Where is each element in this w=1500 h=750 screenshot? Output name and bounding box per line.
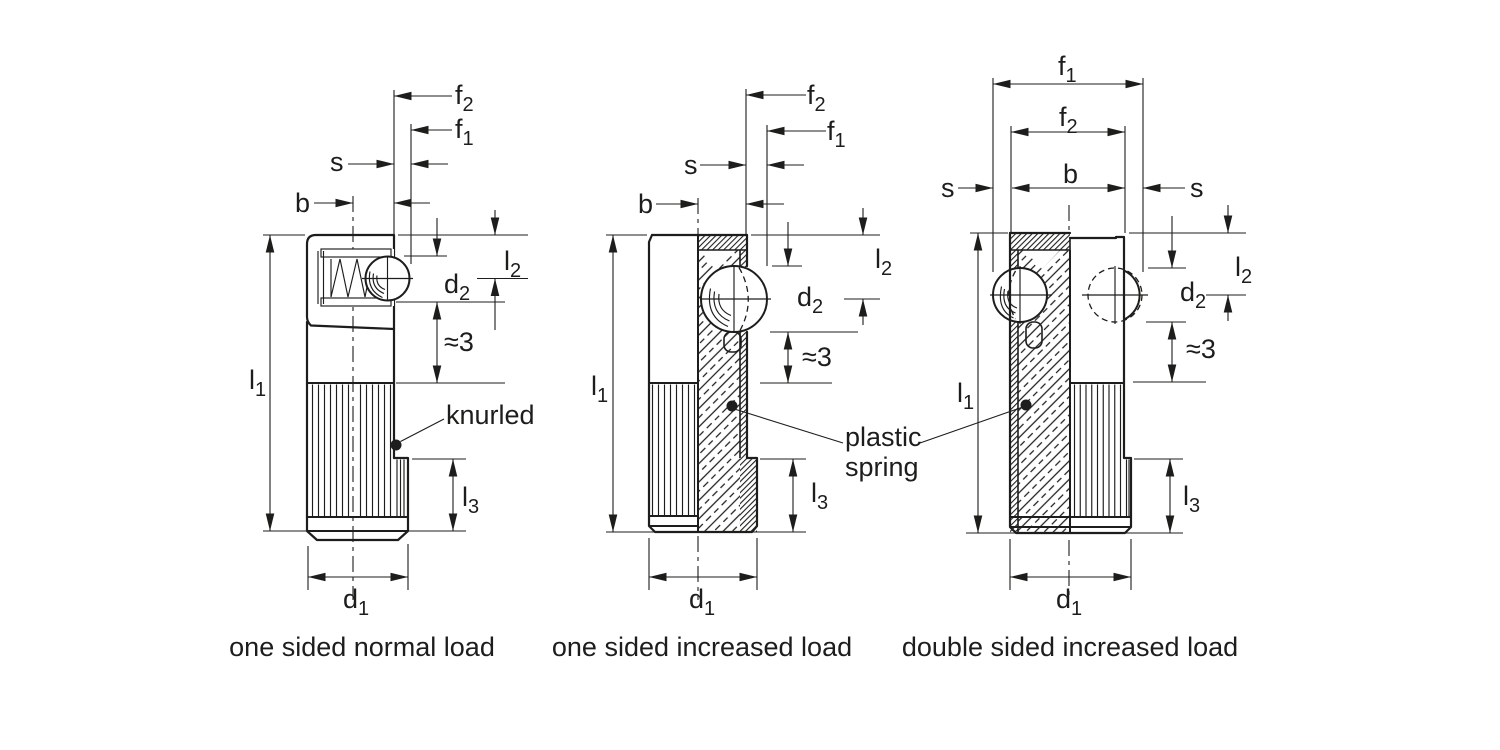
- dim-label-d2: d2: [444, 269, 470, 305]
- leader-line-knurled: [400, 418, 445, 442]
- dim-label-f1: f1: [1058, 51, 1077, 87]
- dimensioning: [263, 90, 528, 590]
- dim-label-d2: d2: [1180, 277, 1206, 313]
- dim-label-s: s: [684, 150, 698, 180]
- labels: f2 f1 s b l2 d2 ≈3 knurled l3 l1 d1: [249, 80, 535, 620]
- dim-label-f1: f1: [827, 116, 846, 152]
- dim-label-b: b: [638, 189, 653, 219]
- ball-right-cap: [1123, 269, 1141, 321]
- labels: f1 f2 b s s l2 d2 ≈3 l3 l1 d1: [941, 51, 1252, 620]
- dim-label-l2: l2: [1235, 252, 1252, 288]
- crimp-band-bottom: [320, 297, 392, 307]
- dim-label-l1: l1: [249, 365, 266, 401]
- dim-label-approx3: ≈3: [444, 327, 474, 357]
- crimp-band-top: [320, 248, 392, 258]
- leader-line-plastic-spring-left: [735, 408, 844, 444]
- plunger-body: [990, 231, 1148, 535]
- ball-shading-arcs: [368, 271, 386, 299]
- caption-fig3: double sided increased load: [902, 632, 1238, 662]
- caption-fig1: one sided normal load: [229, 632, 495, 662]
- dim-label-l1: l1: [957, 378, 974, 414]
- figure-double-sided-increased-load: f1 f2 b s s l2 d2 ≈3 l3 l1 d1 double sid…: [902, 51, 1252, 662]
- dim-label-f2: f2: [807, 80, 826, 116]
- body-step: [392, 456, 410, 519]
- dim-label-l1: l1: [591, 371, 608, 407]
- labels: f2 f1 s b l2 d2 ≈3 plastic spring l3 l1 …: [591, 80, 922, 620]
- annotation-plastic: plastic: [845, 422, 922, 452]
- ball-center-cross: [700, 265, 771, 333]
- dim-label-l3: l3: [462, 482, 479, 518]
- caption-fig2: one sided increased load: [552, 632, 852, 662]
- plunger-body: [305, 233, 413, 542]
- ball-pocket: [700, 250, 736, 271]
- dim-label-d1: d1: [343, 584, 369, 620]
- dim-label-b: b: [295, 188, 310, 218]
- dim-label-approx3: ≈3: [1186, 334, 1216, 364]
- dim-label-d1: d1: [1056, 584, 1082, 620]
- figure-one-sided-normal-load: f2 f1 s b l2 d2 ≈3 knurled l3 l1 d1 one …: [229, 80, 534, 662]
- dim-label-f1: f1: [455, 114, 474, 150]
- left-wall-hatched: [1010, 250, 1018, 533]
- leader-dot-knurled: [390, 439, 402, 451]
- knurl-stripes: [1073, 384, 1130, 516]
- ball-center-cross: [362, 257, 413, 300]
- dim-label-l2: l2: [504, 246, 521, 282]
- dim-label-f2: f2: [455, 80, 474, 116]
- annotation-knurled: knurled: [446, 400, 535, 430]
- top-band-hatched: [1010, 233, 1070, 250]
- annotation-spring: spring: [845, 452, 919, 482]
- dim-label-d1: d1: [689, 584, 715, 620]
- ball-right-center-cross: [1082, 266, 1148, 324]
- head-section-hatched: [305, 233, 396, 331]
- plunger-body: [647, 233, 771, 534]
- dim-label-s-left: s: [941, 173, 955, 203]
- leader-dot-plastic-spring: [1020, 399, 1032, 411]
- knurl-stripes: [311, 384, 405, 516]
- step-section-hatched: [740, 458, 757, 532]
- dim-label-b: b: [1063, 159, 1078, 189]
- dimensioning: [958, 78, 1246, 590]
- dim-label-l2: l2: [875, 244, 892, 280]
- dim-label-s: s: [330, 147, 344, 177]
- knurl-stripes: [651, 384, 696, 515]
- slot-below-ball: [1025, 321, 1043, 349]
- ball-shading-arcs: [708, 288, 732, 328]
- dim-label-l3: l3: [1183, 481, 1200, 517]
- dim-label-d2: d2: [797, 282, 823, 318]
- body-foot: [305, 515, 410, 542]
- figure-one-sided-increased-load: f2 f1 s b l2 d2 ≈3 plastic spring l3 l1 …: [552, 80, 1022, 662]
- dim-label-s-right: s: [1190, 173, 1204, 203]
- coil-spring-zigzag: [330, 258, 373, 298]
- leader-line-plastic-spring-right: [919, 406, 1022, 444]
- right-wall-hatched: [740, 250, 747, 458]
- leader-dot-plastic-spring: [726, 400, 738, 412]
- ball-pocket: [1024, 250, 1060, 269]
- dim-label-l3: l3: [811, 478, 828, 514]
- top-band-hatched: [698, 235, 747, 250]
- dim-label-approx3: ≈3: [802, 342, 832, 372]
- dimensioning: [606, 89, 1022, 590]
- dim-label-f2: f2: [1059, 102, 1078, 138]
